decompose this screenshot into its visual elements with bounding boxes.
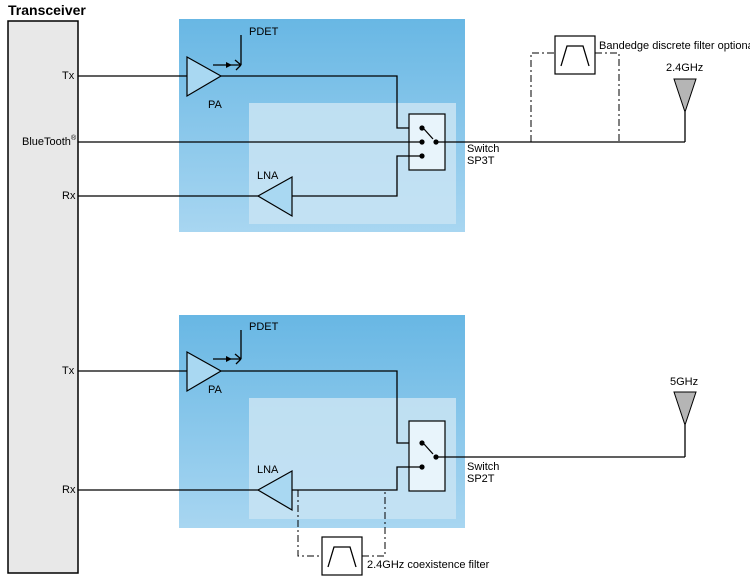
pa-label-5: PA (208, 384, 223, 396)
pdet-label-24: PDET (249, 26, 279, 38)
bandedge-filter-path (530, 52, 620, 142)
transceiver-block (7, 20, 79, 574)
lna-label-24: LNA (257, 170, 279, 182)
switch-type-5: SP2T (467, 473, 495, 485)
pa-label-24: PA (208, 99, 223, 111)
antenna-5ghz-icon (673, 391, 697, 427)
rx-bottom-label: Rx (62, 484, 76, 496)
lna-input-wire-5 (292, 466, 422, 491)
switch-type-24: SP3T (467, 155, 495, 167)
bluetooth-label: BlueTooth® (22, 134, 77, 148)
sp2t-switch (408, 420, 446, 492)
pdet-arrow-24 (226, 62, 232, 68)
rx-top-label: Rx (62, 190, 76, 202)
antenna-5ghz-label: 5GHz (670, 376, 698, 388)
bandpass-icon-24 (560, 45, 590, 67)
lna-input-wire-24 (292, 155, 422, 197)
coexistence-filter-path (297, 490, 386, 557)
tx-bottom-label: Tx (62, 365, 75, 377)
pdet-arrow-5 (226, 356, 232, 362)
switch-label-5: Switch (467, 461, 499, 473)
bandedge-filter-note: Bandedge discrete filter optional (599, 40, 750, 52)
coexistence-filter-note: 2.4GHz coexistence filter (367, 559, 490, 571)
lna-amplifier-5 (256, 469, 293, 512)
antenna-24ghz-icon (673, 78, 697, 114)
bandpass-icon-5 (327, 546, 357, 568)
antenna-24ghz-label: 2.4GHz (666, 62, 703, 74)
pa-amplifier-24 (186, 55, 223, 98)
bandedge-filter-box (554, 35, 596, 75)
coexistence-filter-box (321, 536, 363, 576)
switch-label-24: Switch (467, 143, 499, 155)
transceiver-title: Transceiver (8, 2, 86, 18)
tx-top-label: Tx (62, 70, 75, 82)
lna-label-5: LNA (257, 464, 279, 476)
pdet-label-5: PDET (249, 321, 279, 333)
lna-amplifier-24 (256, 175, 293, 218)
pa-amplifier-5 (186, 350, 223, 393)
